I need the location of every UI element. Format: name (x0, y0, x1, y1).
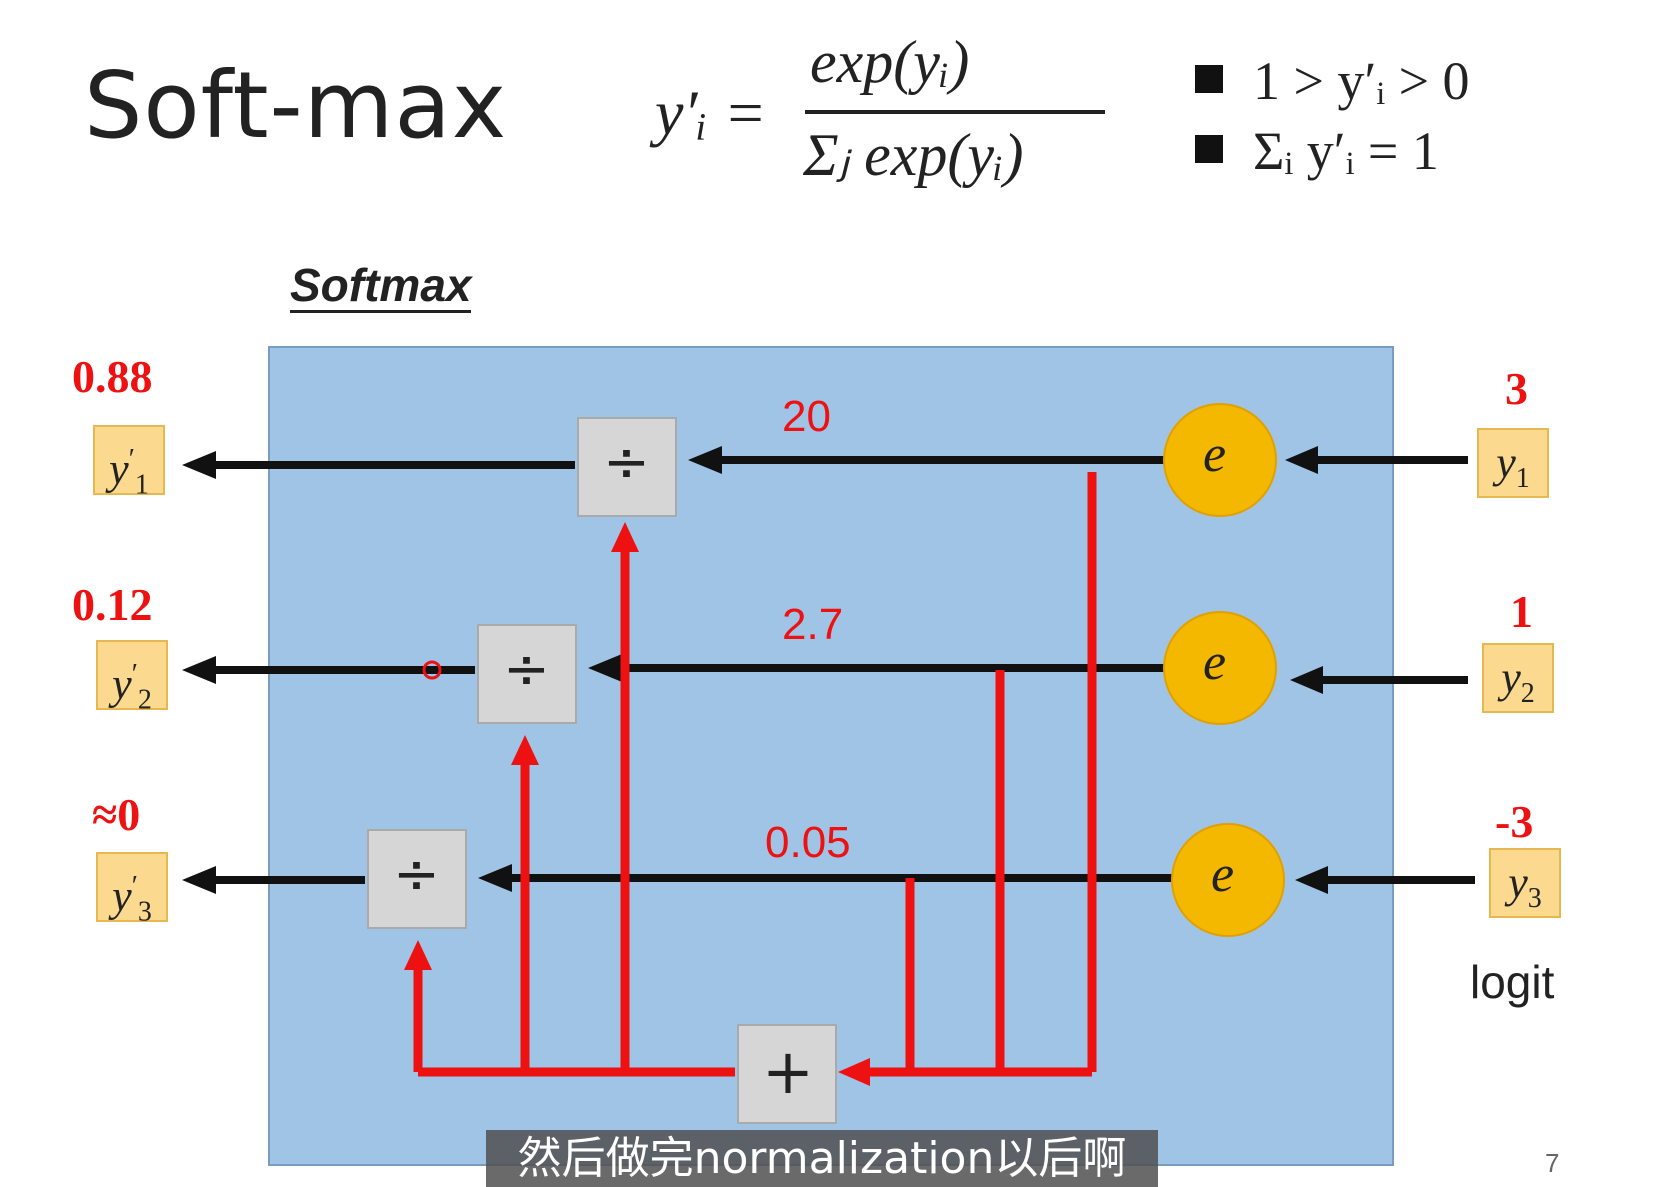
divide-boxes (367, 417, 837, 1124)
property-bullet-2: Σᵢ y′ᵢ = 1 (1195, 120, 1439, 182)
output-label-1: y′1 (93, 425, 165, 500)
input-label-3: y3 (1489, 848, 1561, 918)
page-number: 7 (1545, 1148, 1560, 1178)
input-value-3: -3 (1495, 796, 1534, 847)
input-value-2: 1 (1510, 586, 1533, 637)
sum-box (737, 1024, 837, 1124)
divide-box-3 (367, 829, 467, 929)
square-bullet-icon (1195, 65, 1223, 93)
property-text-2: Σᵢ y′ᵢ = 1 (1253, 121, 1439, 181)
arrowhead-icon (1285, 446, 1318, 474)
output-subscript: 2 (137, 684, 152, 716)
exp-node-3 (1171, 823, 1285, 937)
output-subscript: 3 (137, 896, 152, 928)
exp-node-1 (1163, 403, 1277, 517)
sum-arrowheads (404, 522, 870, 1086)
input-subscript: 2 (1520, 677, 1535, 709)
exp-nodes (1163, 403, 1285, 937)
input-subscript: 3 (1527, 882, 1542, 914)
logit-label: logit (1470, 956, 1555, 1008)
softmax-diagram-title: Softmax (290, 259, 472, 313)
output-symbol: y (112, 659, 132, 709)
arrowhead-icon (478, 864, 512, 892)
arrowhead-icon (611, 522, 639, 552)
subtitle-caption: 然后做完normalization以后啊 (486, 1130, 1158, 1187)
exp-node-label-1: e (1203, 426, 1227, 483)
arrowhead-icon (511, 735, 539, 765)
input-symbol: y (1501, 653, 1521, 702)
output-arrows (182, 451, 575, 894)
fraction-bar (805, 110, 1105, 114)
arrowhead-icon (838, 1058, 870, 1086)
input-symbol: y (1508, 858, 1528, 907)
arrowhead-icon (182, 866, 216, 894)
output-symbol: y (109, 444, 129, 494)
sum-symbol: + (762, 1035, 814, 1108)
output-label-2: y′2 (96, 640, 168, 715)
arrowhead-icon (688, 446, 722, 474)
arrowhead-icon (182, 451, 216, 479)
arrowhead-icon (1295, 866, 1328, 894)
output-value-2: 0.12 (72, 579, 153, 630)
arrowhead-icon (1290, 666, 1323, 694)
exp-value-1: 20 (782, 392, 831, 441)
input-label-2: y2 (1482, 643, 1554, 713)
divide-box-2 (477, 624, 577, 724)
exp-node-label-2: e (1203, 634, 1227, 691)
softmax-formula: y′ᵢ = exp(yᵢ) Σⱼ exp(yᵢ) (655, 28, 1130, 208)
output-value-3: ≈0 (92, 789, 141, 840)
input-symbol: y (1496, 438, 1516, 487)
property-bullet-1: 1 > y′ᵢ > 0 (1195, 50, 1470, 112)
laser-pointer-icon (422, 660, 442, 680)
arrowhead-icon (588, 654, 622, 682)
exp-to-divide-arrows (478, 446, 1172, 892)
output-symbol: y (112, 871, 132, 921)
formula-denominator: Σⱼ exp(yᵢ) (803, 122, 1024, 188)
formula-numerator: exp(yᵢ) (810, 29, 970, 95)
input-arrows (1285, 446, 1475, 894)
input-subscript: 1 (1515, 462, 1530, 494)
divide-box-1 (577, 417, 677, 517)
output-label-3: y′3 (96, 852, 168, 927)
output-value-1: 0.88 (72, 351, 153, 402)
arrowhead-icon (404, 940, 432, 970)
exp-node-2 (1163, 611, 1277, 725)
divide-symbol-3: ÷ (393, 842, 440, 907)
input-value-1: 3 (1505, 363, 1528, 414)
slide-title: Soft-max (84, 52, 508, 159)
square-bullet-icon (1195, 135, 1223, 163)
divide-symbol-2: ÷ (503, 637, 550, 702)
arrowhead-icon (182, 656, 216, 684)
output-subscript: 1 (134, 469, 149, 501)
exp-value-2: 2.7 (782, 600, 844, 649)
property-text-1: 1 > y′ᵢ > 0 (1253, 51, 1470, 111)
exp-node-label-3: e (1211, 846, 1235, 903)
formula-lhs: y′ᵢ = (655, 77, 767, 148)
output-prime: ′ (128, 444, 135, 475)
input-label-1: y1 (1477, 428, 1549, 498)
sum-wiring (413, 472, 1097, 1077)
exp-value-3: 0.05 (765, 818, 851, 867)
output-prime: ′ (131, 871, 138, 902)
output-prime: ′ (131, 659, 138, 690)
divide-symbol-1: ÷ (603, 430, 650, 495)
